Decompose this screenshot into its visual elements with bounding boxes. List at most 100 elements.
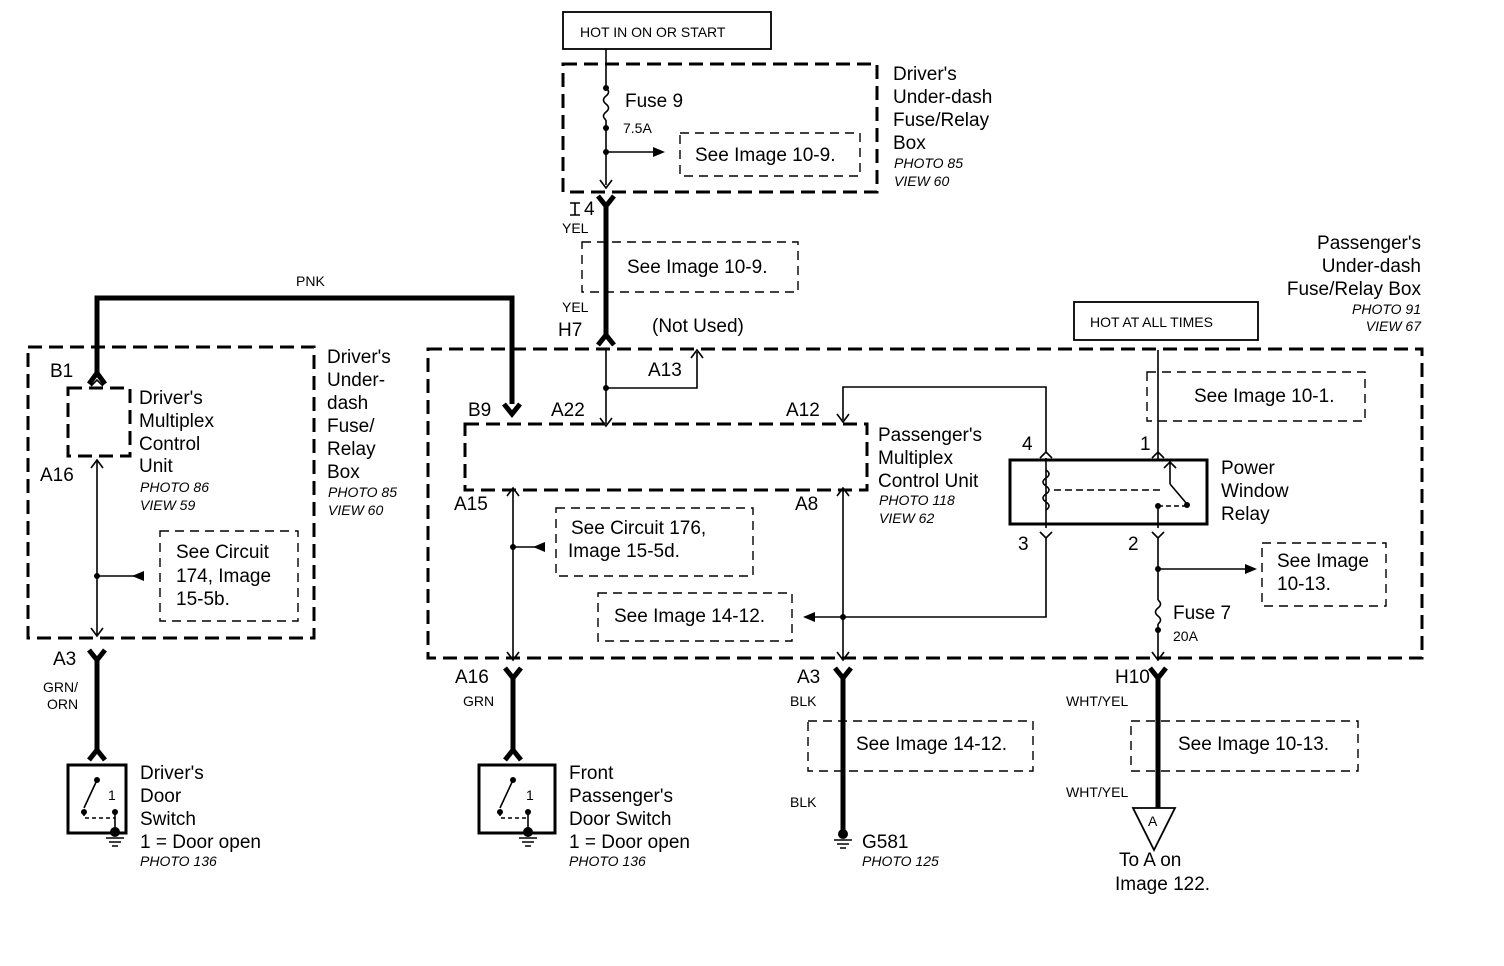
relay-right-reference[interactable]: See Image 10-13. [1277, 551, 1369, 595]
driver-fuse-box-left-outline [26, 345, 316, 640]
driver-multiplex-control-unit: B1 A16 Driver's Multiplex Control Unit P… [40, 361, 214, 513]
pnk-wire: PNK [86, 273, 522, 419]
svg-text:PNK: PNK [296, 273, 325, 289]
svg-text:GRN/: GRN/ [43, 679, 78, 695]
svg-text:VIEW 59: VIEW 59 [140, 497, 195, 513]
pin-h10: H10 [1115, 667, 1150, 688]
svg-text:Fuse/: Fuse/ [327, 416, 375, 437]
pin-a3-driver: A3 [53, 649, 76, 670]
pin-a22: A22 [551, 400, 585, 421]
front-passenger-door-switch: 1 Front Passenger's Door Switch 1 = Door… [477, 763, 690, 869]
pin-a13: A13 [648, 360, 682, 381]
svg-text:10-13.: 10-13. [1277, 574, 1331, 595]
svg-text:Door: Door [140, 786, 182, 807]
svg-text:BLK: BLK [790, 794, 817, 810]
pin-a16-passenger: A16 [455, 667, 489, 688]
a15-wire [506, 486, 545, 662]
relay-right-reference-box [1261, 542, 1387, 607]
fuse-9-name: Fuse 9 [625, 91, 683, 112]
to-a-on-image-122[interactable]: To A on Image 122. [1115, 850, 1210, 895]
svg-text:Driver's: Driver's [893, 64, 957, 85]
svg-text:Multiplex: Multiplex [139, 411, 214, 432]
ground-wire: A3 BLK BLK G581 PHOTO 125 [790, 666, 939, 869]
fuse-9-reference[interactable]: See Image 10-9. [695, 145, 835, 166]
svg-text:Passenger's: Passenger's [1317, 233, 1421, 254]
circuit-174-reference[interactable]: See Circuit 174, Image 15-5b. [176, 542, 271, 610]
svg-text:1 = Door open: 1 = Door open [569, 832, 690, 853]
svg-text:VIEW 60: VIEW 60 [894, 173, 949, 189]
svg-text:174, Image: 174, Image [176, 566, 271, 587]
driver-mcu-internal-wire [90, 458, 144, 638]
image-14-12-reference-box-lower [807, 720, 1034, 772]
svg-text:Passenger's: Passenger's [569, 786, 673, 807]
svg-text:VIEW 60: VIEW 60 [328, 502, 383, 518]
fuse-7: Fuse 7 20A [1151, 538, 1257, 662]
relay-reference[interactable]: See Image 10-1. [1194, 386, 1334, 407]
svg-text:Driver's: Driver's [327, 347, 391, 368]
passenger-a16-wire: A16 GRN [455, 666, 523, 762]
image-10-13-reference[interactable]: See Image 10-13. [1178, 734, 1329, 755]
svg-text:Relay: Relay [1221, 504, 1270, 525]
svg-text:PHOTO 85: PHOTO 85 [894, 155, 963, 171]
svg-text:See Circuit 176,: See Circuit 176, [571, 518, 706, 539]
image-14-12-reference-upper[interactable]: See Image 14-12. [614, 606, 765, 627]
svg-text:PHOTO 136: PHOTO 136 [569, 853, 646, 869]
a8-wire [803, 486, 1047, 662]
pin-h7: H7 [558, 320, 582, 341]
svg-text:1: 1 [526, 787, 534, 803]
svg-text:PHOTO 136: PHOTO 136 [140, 853, 217, 869]
svg-text:1 = Door open: 1 = Door open [140, 832, 261, 853]
image-14-12-reference-box-upper [597, 592, 793, 642]
driver-door-switch: 1 Driver's Door Switch 1 = Door open PHO… [66, 763, 261, 869]
svg-text:A: A [1148, 813, 1158, 829]
svg-text:Image 15-5d.: Image 15-5d. [568, 541, 680, 562]
svg-text:BLK: BLK [790, 693, 817, 709]
image-14-12-reference-lower[interactable]: See Image 14-12. [856, 734, 1007, 755]
svg-text:Control: Control [139, 434, 200, 455]
svg-text:dash: dash [327, 393, 368, 414]
svg-text:WHT/YEL: WHT/YEL [1066, 784, 1128, 800]
hot-at-all-times-label: HOT AT ALL TIMES [1073, 301, 1259, 341]
svg-text:WHT/YEL: WHT/YEL [1066, 693, 1128, 709]
pin-4-top: 4 [584, 199, 595, 220]
connector-a[interactable]: A [1131, 807, 1177, 853]
svg-text:Box: Box [327, 462, 360, 483]
svg-text:Control Unit: Control Unit [878, 471, 979, 492]
pin-a3-ground: A3 [797, 667, 820, 688]
yel-reference[interactable]: See Image 10-9. [627, 257, 767, 278]
svg-text:Under-dash: Under-dash [1322, 256, 1421, 277]
svg-text:YEL: YEL [562, 299, 589, 315]
pin-b9: B9 [468, 400, 491, 421]
power-window-relay: 4 1 3 2 Power Window Relay [1008, 350, 1289, 555]
svg-text:Relay: Relay [327, 439, 376, 460]
svg-text:Window: Window [1221, 481, 1289, 502]
svg-text:Front: Front [569, 763, 614, 784]
passenger-multiplex-control-unit [463, 422, 869, 492]
relay-pin-1: 1 [1140, 434, 1151, 455]
svg-text:PHOTO 125: PHOTO 125 [862, 853, 939, 869]
svg-text:15-5b.: 15-5b. [176, 589, 230, 610]
svg-text:PHOTO 118: PHOTO 118 [879, 492, 955, 508]
svg-text:See Circuit: See Circuit [176, 542, 270, 563]
svg-text:PHOTO 91: PHOTO 91 [1352, 301, 1421, 317]
yel-reference-box [581, 241, 799, 293]
fuse-9-reference-box [679, 132, 861, 177]
svg-text:1: 1 [108, 787, 116, 803]
pin-a15: A15 [454, 494, 488, 515]
svg-text:Under-: Under- [327, 370, 385, 391]
yel-wire: 4 YEL YEL H7 [558, 194, 616, 347]
svg-text:Driver's: Driver's [140, 763, 204, 784]
svg-text:Power: Power [1221, 458, 1276, 479]
svg-text:VIEW 67: VIEW 67 [1366, 318, 1422, 334]
relay-pin-4: 4 [1022, 434, 1033, 455]
relay-pin-3: 3 [1018, 534, 1029, 555]
fuse-9: Fuse 9 7.5A [599, 64, 683, 190]
driver-fuse-box-left-label: Driver's Under- dash Fuse/ Relay Box PHO… [327, 347, 397, 518]
circuit-176-reference[interactable]: See Circuit 176, Image 15-5d. [568, 518, 706, 562]
svg-text:Driver's: Driver's [139, 388, 203, 409]
fuse-9-rating: 7.5A [623, 120, 652, 136]
svg-text:Image 122.: Image 122. [1115, 874, 1210, 895]
svg-text:Passenger's: Passenger's [878, 425, 982, 446]
svg-text:PHOTO 85: PHOTO 85 [328, 484, 397, 500]
